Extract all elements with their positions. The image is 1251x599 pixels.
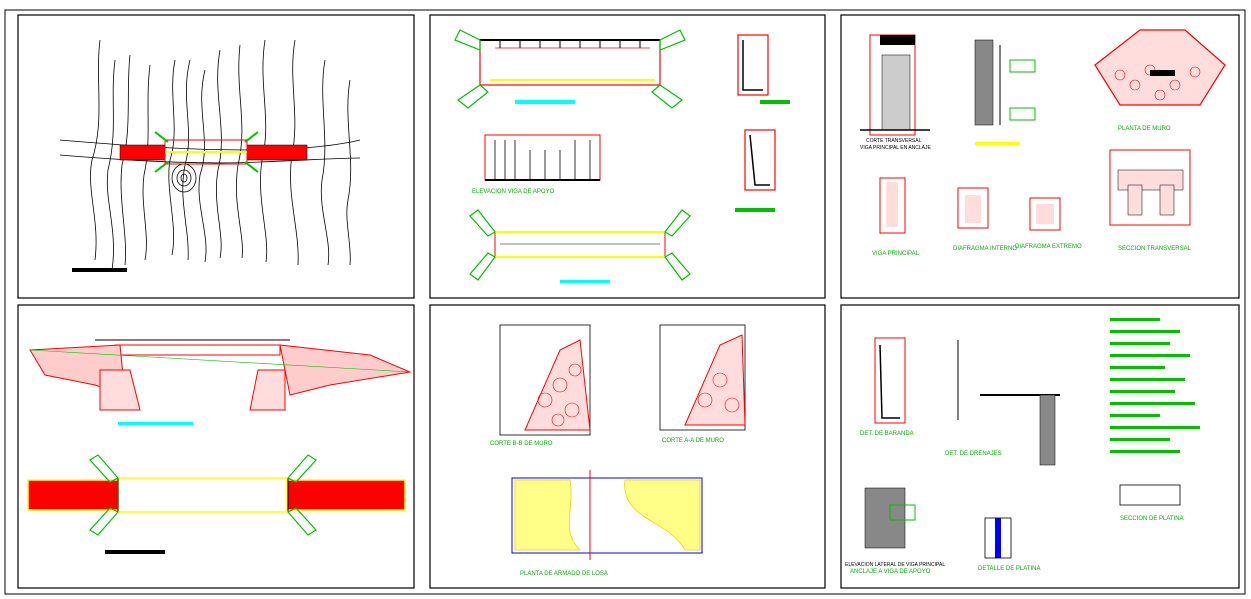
label-det-baranda: DET. DE BARANDA — [860, 431, 914, 437]
label-elevacion-viga-principal: ELEVACION LATERAL DE VIGA PRINCIPAL — [845, 562, 945, 568]
label-detalle-platina: DETALLE DE PLATINA — [978, 566, 1040, 572]
panel-bridge-elevation — [27, 339, 412, 554]
label-planta-armado-losa: PLANTA DE ARMADO DE LOSA — [520, 571, 608, 577]
label-corte-transversal: CORTE TRANSVERSAL — [866, 138, 922, 144]
label-diafragma-interno: DIAFRAGMA INTERNO — [953, 246, 1017, 252]
label-corte-aa: CORTE A-A DE MURO — [662, 438, 724, 444]
label-viga-principal-anclaje: VIGA PRINCIPAL EN ANCLAJE — [860, 145, 932, 151]
panel-topography-plan — [59, 39, 361, 272]
panel-wall-slab: CORTE B-B DE MURO CORTE A-A DE MURO PLAN… — [490, 324, 746, 577]
label-elevacion-viga-apoyo: ELEVACION VIGA DE APOYO — [472, 189, 555, 195]
label-corte-bb: CORTE B-B DE MURO — [490, 441, 553, 447]
panel-borders — [17, 14, 1240, 589]
panel-cross-sections: CORTE TRANSVERSAL VIGA PRINCIPAL EN ANCL… — [860, 29, 1226, 257]
panel-details: DET. DE BARANDA DET. DE DRENAJES SECCION… — [845, 318, 1200, 575]
label-viga-principal: VIGA PRINCIPAL — [872, 251, 920, 257]
sheet-frame — [4, 9, 1246, 595]
label-diafragma-extremo: DIAFRAGMA EXTREMO — [1015, 244, 1082, 250]
panel-beam-details: ELEVACION VIGA DE APOYO — [454, 29, 790, 283]
label-planta-muro: PLANTA DE MURO — [1118, 126, 1171, 132]
label-seccion-transversal: SECCION TRANSVERSAL — [1118, 246, 1192, 252]
label-anclaje-viga-apoyo: ANCLAJE A VIGA DE APOYO — [850, 569, 931, 575]
label-seccion-platina: SECCION DE PLATINA — [1120, 516, 1184, 522]
label-det-drenajes: DET. DE DRENAJES — [945, 451, 1002, 457]
